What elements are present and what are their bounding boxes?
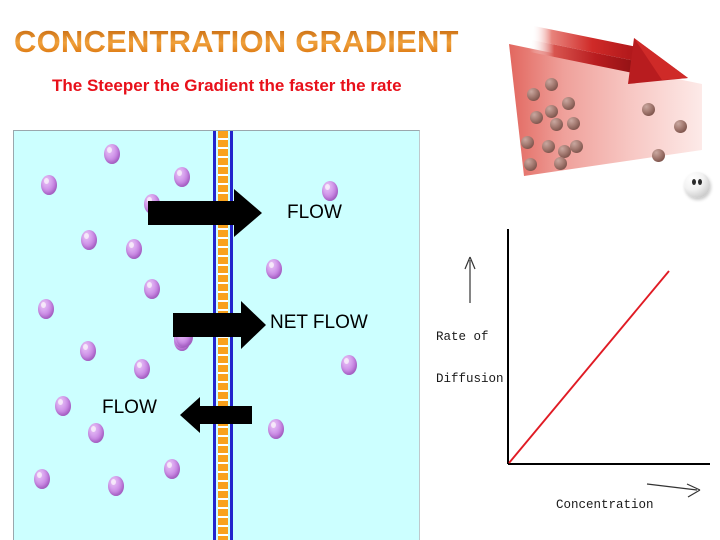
particle bbox=[34, 469, 50, 489]
slab-particle bbox=[567, 117, 580, 130]
page-subtitle: The Steeper the Gradient the faster the … bbox=[52, 76, 402, 95]
slab-svg bbox=[509, 26, 702, 176]
arrow-shaft bbox=[148, 201, 234, 225]
slab-particle bbox=[521, 136, 534, 149]
slab-particle bbox=[545, 105, 558, 118]
page-title: CONCENTRATION GRADIENT bbox=[14, 24, 459, 59]
slab-particle bbox=[674, 120, 687, 133]
slab-particle bbox=[570, 140, 583, 153]
slab-particle bbox=[530, 111, 543, 124]
mascot-sphere-icon bbox=[684, 172, 710, 198]
slab-particle bbox=[554, 157, 567, 170]
particle bbox=[108, 476, 124, 496]
chart-xlabel: Concentration Gradient bbox=[556, 470, 654, 540]
flow-label-bottom: FLOW bbox=[102, 397, 157, 418]
gradient-arrow-body bbox=[532, 26, 642, 62]
particle bbox=[322, 181, 338, 201]
arrow-shaft bbox=[200, 406, 252, 424]
chart-ylabel: Rate of Diffusion bbox=[436, 302, 504, 414]
net-flow-label: NET FLOW bbox=[270, 312, 368, 333]
arrow-head bbox=[234, 189, 262, 237]
gradient-slab-illustration bbox=[492, 18, 720, 198]
x-label-arrow-shaft bbox=[646, 483, 698, 491]
particle bbox=[266, 259, 282, 279]
mascot-eye-left bbox=[692, 179, 696, 185]
y-label-arrow-head bbox=[464, 256, 476, 270]
particle bbox=[174, 167, 190, 187]
gradient-arrow-head-shade bbox=[634, 38, 688, 80]
slab-particle bbox=[527, 88, 540, 101]
gradient-arrow-body-lower bbox=[530, 40, 640, 74]
slab-particle bbox=[642, 103, 655, 116]
particle bbox=[38, 299, 54, 319]
particle bbox=[104, 144, 120, 164]
particle bbox=[80, 341, 96, 361]
chart-ylabel-line2: Diffusion bbox=[436, 372, 504, 386]
particle bbox=[126, 239, 142, 259]
particle bbox=[81, 230, 97, 250]
slab-particle bbox=[562, 97, 575, 110]
chart-series-line bbox=[508, 270, 670, 464]
chart-svg bbox=[464, 229, 710, 498]
arrow-shaft bbox=[173, 313, 241, 337]
flow-label-top: FLOW bbox=[287, 202, 342, 223]
particle bbox=[134, 359, 150, 379]
particle bbox=[41, 175, 57, 195]
particle bbox=[144, 279, 160, 299]
slab-particle bbox=[542, 140, 555, 153]
rate-vs-gradient-chart: Rate of Diffusion Concentration Gradient bbox=[432, 218, 720, 518]
slab-particle bbox=[545, 78, 558, 91]
arrow-head bbox=[241, 301, 266, 349]
particle bbox=[55, 396, 71, 416]
arrow-head bbox=[180, 397, 200, 433]
slab-particle bbox=[550, 118, 563, 131]
slab-particle bbox=[524, 158, 537, 171]
mascot-eye-right bbox=[698, 179, 702, 185]
particle bbox=[341, 355, 357, 375]
particle bbox=[268, 419, 284, 439]
membrane-diagram: FLOW NET FLOW FLOW bbox=[13, 130, 420, 540]
particle bbox=[88, 423, 104, 443]
slab-particle bbox=[652, 149, 665, 162]
chart-ylabel-line1: Rate of bbox=[436, 330, 489, 344]
chart-xlabel-line1: Concentration bbox=[556, 498, 654, 512]
slab-particle bbox=[558, 145, 571, 158]
x-label-arrow-head bbox=[686, 483, 701, 498]
particle bbox=[164, 459, 180, 479]
